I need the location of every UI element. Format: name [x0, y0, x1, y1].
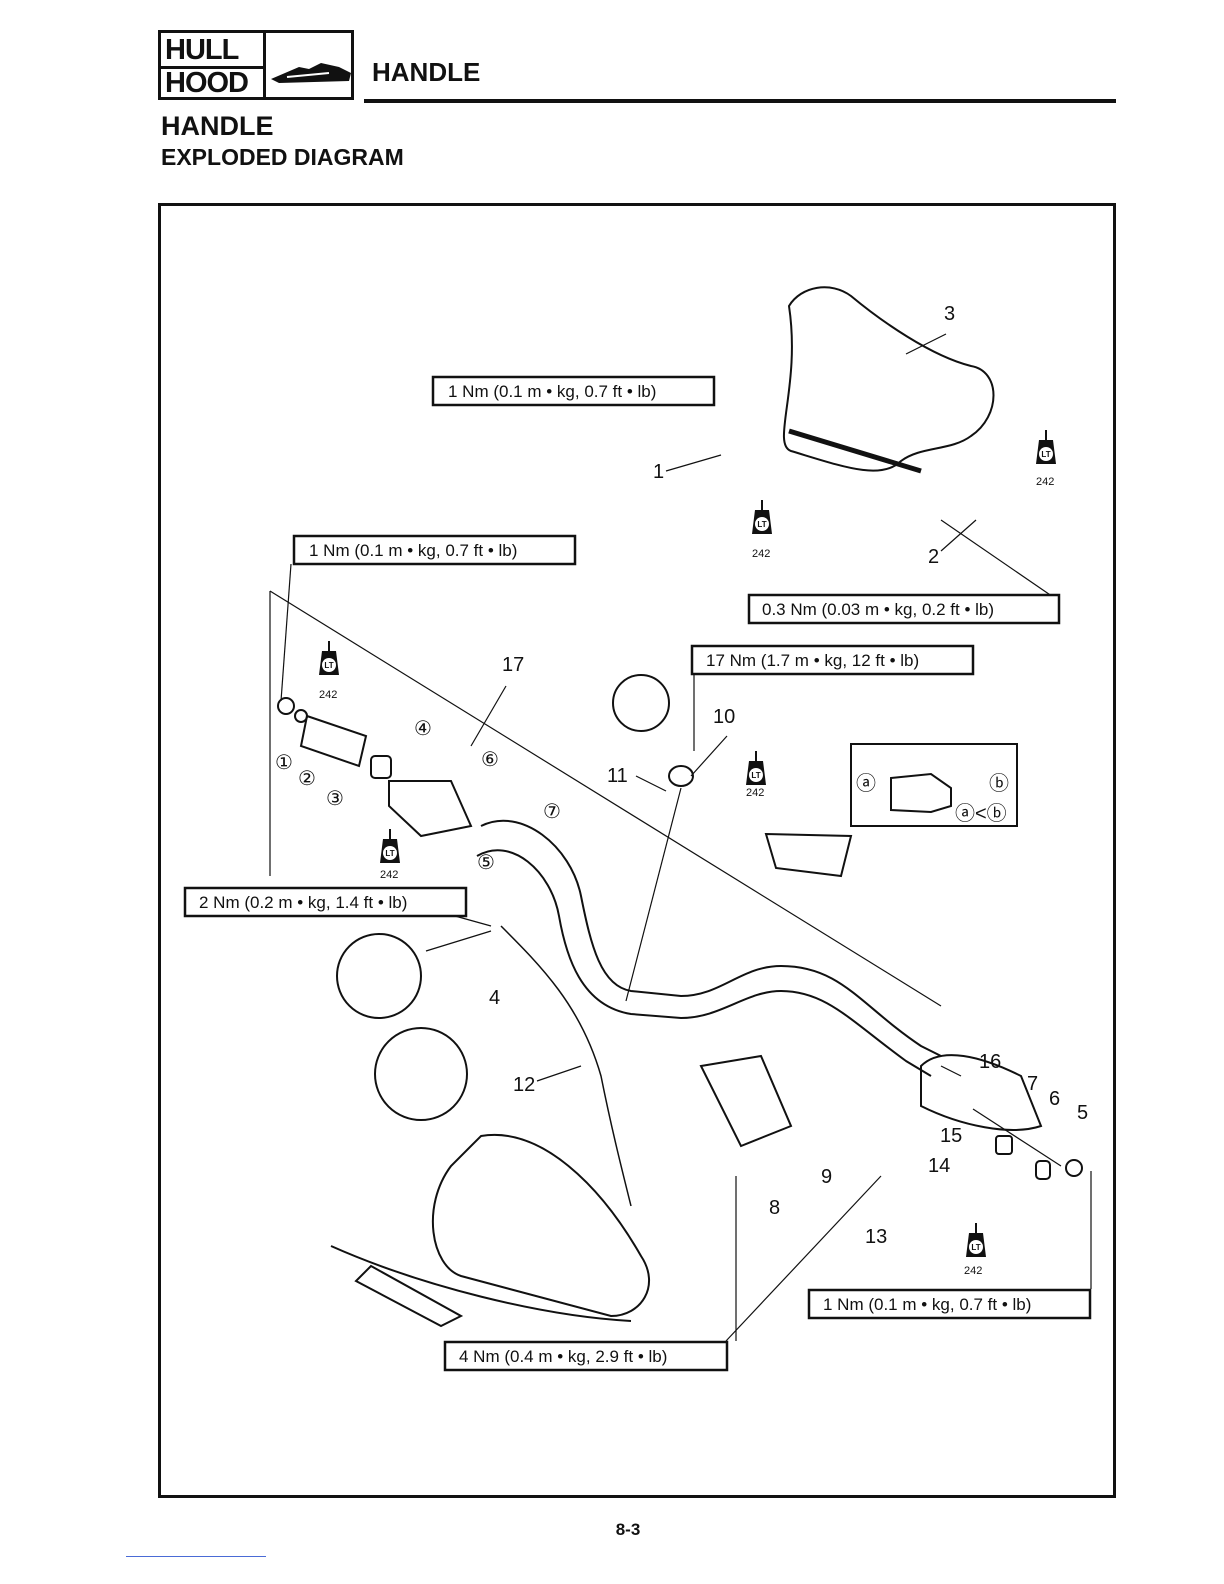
locktite-label: LT [971, 1243, 980, 1252]
locktite-code: 242 [752, 548, 770, 560]
footer-rule [126, 1556, 266, 1557]
detail-circle-hook [374, 1027, 468, 1121]
throttle-cable [500, 925, 632, 1207]
gap-relation-label: ⓐ<ⓑ [955, 802, 1007, 825]
detail-circle-clamp [612, 674, 670, 732]
torque-spec: 1 Nm (0.1 m • kg, 0.7 ft • lb) [309, 541, 517, 560]
part-number: 10 [713, 706, 735, 728]
throttle-block [699, 1054, 793, 1148]
part-number: 1 [653, 461, 664, 483]
part-number: 14 [928, 1155, 950, 1177]
torque-spec: 2 Nm (0.2 m • kg, 1.4 ft • lb) [199, 893, 407, 912]
badge-text: HULL HOOD [165, 34, 249, 99]
locktite-icon: LT [752, 500, 772, 534]
part-numbers: 3 1 2 17 10 11 4 12 16 7 6 5 15 14 9 8 1… [489, 303, 1088, 1248]
badge-midline [161, 66, 265, 69]
handlebar-cover [783, 286, 995, 472]
locktite-label: LT [324, 661, 333, 670]
part-number: 2 [928, 546, 939, 568]
locktite-code: 242 [380, 869, 398, 881]
badge-divider [263, 33, 266, 97]
part-number: 6 [1049, 1088, 1060, 1110]
diagram-frame: LT LT LT LT LT LT 1 Nm (0.1 m • [158, 203, 1116, 1498]
circled-number: ② [298, 768, 316, 790]
locktite-codes: 242 242 242 242 242 242 [319, 476, 1054, 1277]
watercraft-icon [271, 63, 351, 83]
locktite-code: 242 [746, 787, 764, 799]
locktite-label: LT [757, 520, 766, 529]
circled-numbers: ① ② ③ ④ ⑤ ⑥ ⑦ [275, 718, 561, 874]
gap-a-label: ⓐ [856, 772, 876, 795]
header-rule [364, 99, 1116, 103]
part-number: 7 [1027, 1073, 1038, 1095]
part-number: 15 [940, 1125, 962, 1147]
part-number: 16 [979, 1051, 1001, 1073]
locktite-icon: LT [746, 751, 766, 785]
locktite-label: LT [1041, 450, 1050, 459]
part-number: 11 [607, 765, 628, 787]
locktite-badges: LT LT LT LT LT LT [319, 430, 1056, 1257]
part-number: 12 [513, 1074, 535, 1096]
part-number: 9 [821, 1166, 832, 1188]
page-subtitle: EXPLODED DIAGRAM [161, 144, 404, 170]
locktite-code: 242 [319, 689, 337, 701]
circled-number: ④ [414, 718, 432, 740]
circled-number: ⑥ [481, 749, 499, 771]
part-number: 8 [769, 1197, 780, 1219]
exploded-diagram: LT LT LT LT LT LT 1 Nm (0.1 m • [183, 286, 1092, 1372]
torque-spec: 4 Nm (0.4 m • kg, 2.9 ft • lb) [459, 1347, 667, 1366]
handlebar [480, 819, 942, 1057]
locktite-icon: LT [319, 641, 339, 675]
page-title: HANDLE [161, 111, 274, 141]
detail-circle-throttle [336, 933, 422, 1019]
badge-line2: HOOD [165, 67, 249, 99]
circled-number: ③ [326, 788, 344, 810]
badge-line1: HULL [165, 34, 239, 66]
clamp-detail-box [850, 743, 1018, 827]
section-title: HANDLE [372, 57, 481, 87]
steering-base [431, 1133, 651, 1318]
part-number: 17 [502, 654, 524, 676]
part-number: 4 [489, 987, 500, 1009]
torque-spec: 1 Nm (0.1 m • kg, 0.7 ft • lb) [823, 1295, 1031, 1314]
page-number: 8-3 [615, 1520, 641, 1539]
part-number: 13 [865, 1226, 887, 1248]
locktite-icon: LT [966, 1223, 986, 1257]
locktite-label: LT [385, 849, 394, 858]
hull-hood-badge: HULL HOOD [158, 30, 354, 100]
circled-number: ⑦ [543, 801, 561, 823]
left-grip [299, 714, 368, 768]
locktite-icon: LT [1036, 430, 1056, 464]
gap-b-label: ⓑ [989, 772, 1009, 795]
torque-spec: 0.3 Nm (0.03 m • kg, 0.2 ft • lb) [762, 600, 994, 619]
part-number: 5 [1077, 1102, 1088, 1124]
torque-spec: 17 Nm (1.7 m • kg, 12 ft • lb) [706, 651, 919, 670]
torque-spec: 1 Nm (0.1 m • kg, 0.7 ft • lb) [448, 382, 656, 401]
locktite-code: 242 [1036, 476, 1054, 488]
circled-number: ① [275, 752, 293, 774]
part-number: 3 [944, 303, 955, 325]
clamp-detail-labels: ⓐ ⓑ ⓐ<ⓑ [856, 772, 1009, 825]
torque-specs: 1 Nm (0.1 m • kg, 0.7 ft • lb) 1 Nm (0.1… [183, 375, 1092, 1372]
right-grip [920, 1054, 1043, 1131]
locktite-code: 242 [964, 1265, 982, 1277]
circled-number: ⑤ [477, 852, 495, 874]
locktite-icon: LT [380, 829, 400, 863]
locktite-label: LT [751, 771, 760, 780]
